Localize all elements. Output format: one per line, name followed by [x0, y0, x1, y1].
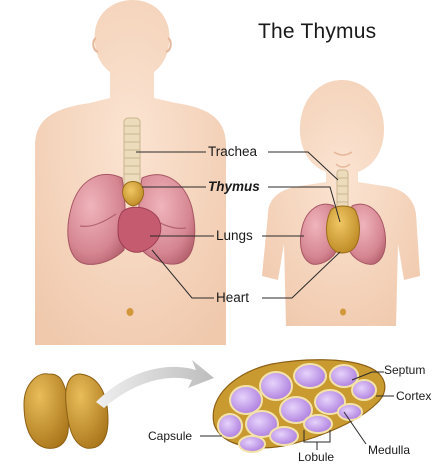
label-medulla: Medulla [368, 444, 410, 456]
adult-trachea [124, 118, 140, 188]
label-trachea: Trachea [208, 145, 257, 159]
page-title: The Thymus [258, 21, 376, 42]
label-lungs: Lungs [216, 229, 253, 243]
label-heart: Heart [216, 291, 249, 305]
label-lobule: Lobule [298, 451, 334, 463]
child-thymus [327, 206, 360, 253]
thymus-gland [24, 374, 108, 449]
child-trachea [337, 170, 348, 210]
label-capsule: Capsule [148, 430, 192, 442]
arrow-icon [96, 360, 214, 408]
label-cortex: Cortex [396, 390, 431, 402]
label-thymus: Thymus [208, 180, 260, 194]
thymus-section [213, 360, 385, 452]
label-septum: Septum [384, 364, 425, 376]
